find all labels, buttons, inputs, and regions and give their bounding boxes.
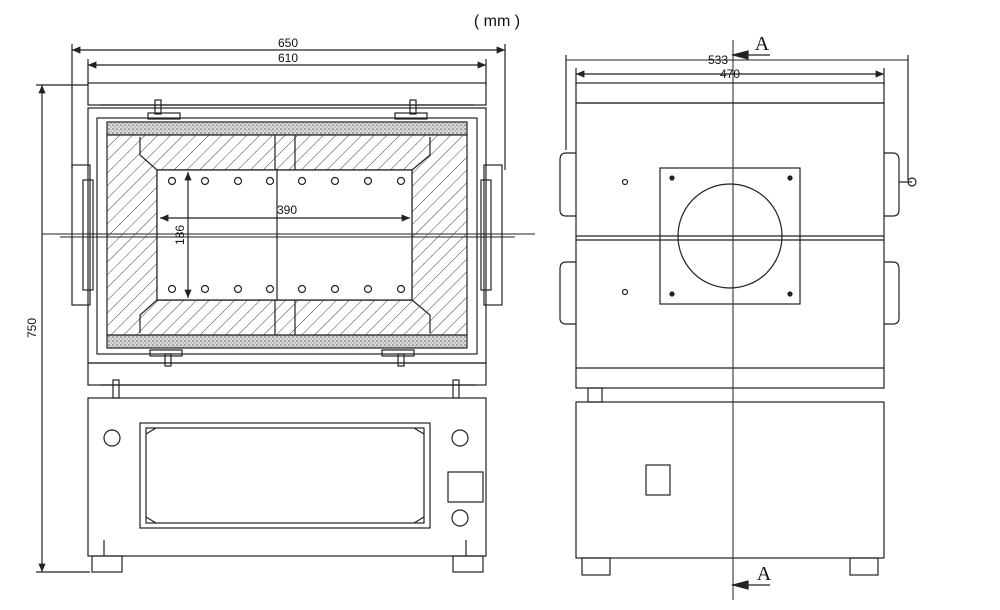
units-label: ( mm ) — [474, 13, 520, 30]
right-foot — [452, 555, 484, 573]
indicator-light — [451, 509, 469, 527]
side-vent — [645, 464, 671, 496]
side-right-foot — [849, 557, 879, 576]
dim-label-470: 470 — [720, 67, 740, 81]
power-switch — [447, 471, 484, 503]
dim-label-610: 610 — [278, 51, 298, 65]
dim-label-533: 533 — [708, 53, 728, 67]
dim-label-650: 650 — [278, 36, 298, 50]
left-flange — [71, 164, 91, 306]
tube-opening — [677, 183, 783, 289]
right-knob — [451, 429, 469, 447]
insulation-top — [106, 121, 468, 136]
right-flange — [483, 164, 503, 306]
tube-flange-plate — [659, 167, 801, 305]
side-body — [575, 102, 885, 389]
heating-element-holes — [167, 176, 406, 294]
furnace-top-cover — [87, 82, 487, 106]
dim-label-750: 750 — [25, 318, 39, 338]
section-label-bottom: A — [757, 563, 772, 585]
side-left-foot — [581, 557, 611, 576]
insulation-bottom — [106, 334, 468, 349]
side-top-cover — [575, 82, 885, 104]
left-foot — [91, 555, 123, 573]
side-view — [559, 40, 917, 600]
heating-chamber — [156, 169, 413, 301]
dim-label-390: 390 — [277, 203, 297, 217]
front-view — [36, 44, 535, 573]
control-cabinet — [87, 397, 487, 557]
left-knob — [103, 429, 121, 447]
control-panel-window — [139, 422, 431, 529]
side-cabinet — [575, 401, 885, 559]
dim-label-186: 186 — [173, 225, 187, 245]
section-label-top: A — [755, 33, 770, 55]
